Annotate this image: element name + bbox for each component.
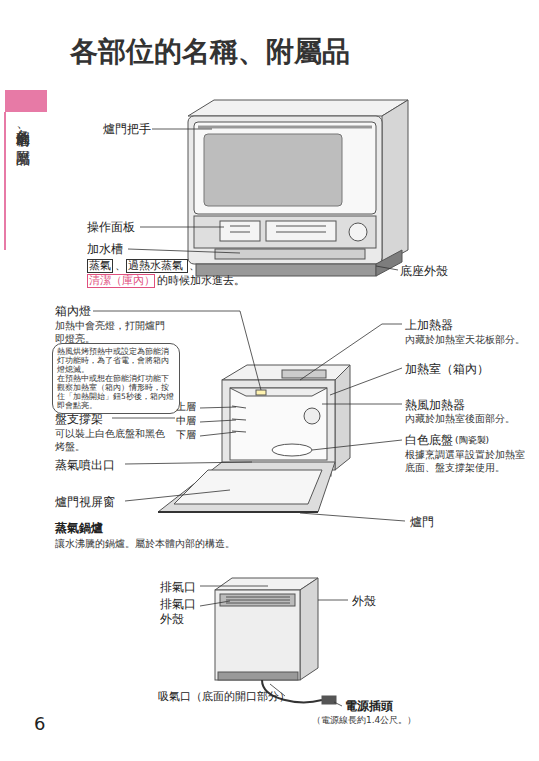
oven-back-view (215, 578, 336, 704)
shelf-label: 上層 (176, 401, 196, 414)
part-label: 吸氣口（底面的開口部分） (158, 690, 290, 704)
node-text: 蒸氣 (89, 260, 111, 272)
part-note: 加熱中會亮燈，打開爐門即燈亮。 (55, 320, 173, 345)
part-label: 排氣口 (160, 580, 196, 595)
part-label: 箱內燈 (55, 304, 91, 319)
part-label: 加水槽 (87, 242, 123, 257)
oven-open-view (158, 365, 350, 512)
part-note: 可以裝上白色底盤和黑色烤盤。 (55, 428, 173, 453)
page-number: 6 (34, 713, 45, 736)
node-text: 清潔（庫內） (89, 275, 153, 287)
side-tab (5, 90, 47, 112)
separator: 、 (189, 259, 200, 273)
section-tab-text: 各部位的名稱、附屬品 (14, 118, 32, 142)
shelf-label: 下層 (176, 429, 196, 442)
part-label: 熱風加熱器 (405, 398, 465, 413)
part-label: 操作面板 (87, 220, 135, 235)
side-rule (4, 112, 6, 250)
part-note: 讓水沸騰的鍋爐。屬於本體內部的構造。 (55, 538, 235, 551)
part-note: 內藏於加熱室後面部分。 (405, 413, 530, 426)
mode-tag: 蒸氣 (87, 259, 113, 273)
material-note: (陶瓷製) (455, 435, 489, 446)
part-label: 外殼 (352, 594, 376, 609)
mode-tag: 過熱水蒸氣 (126, 259, 188, 273)
leader-line (93, 129, 405, 706)
part-note: 根據烹調選單設置於加熱室底面、盤支撐架使用。 (405, 449, 530, 474)
part-label: 底座外殼 (400, 264, 448, 279)
separator: 、 (115, 259, 126, 273)
part-label: 蒸氣噴出口 (55, 458, 115, 473)
part-label: 盤支撐架 (55, 412, 103, 427)
mode-tag: 清潔（庫內） (87, 274, 155, 288)
page-title: 各部位的名稱、附屬品 (70, 34, 350, 69)
part-label: 上加熱器 (405, 318, 453, 333)
part-label: 爐門 (410, 515, 434, 530)
part-label: 爐門把手 (103, 122, 151, 137)
node-text: 在預熱中或想在節能消灯功能下觀察加熱室（箱內）情形時，按住「加熱開始」鈕5秒後，… (57, 374, 175, 410)
part-label: 電源插頭 (345, 699, 393, 714)
part-note: （電源線長約1.4公尺。） (312, 715, 416, 726)
part-note: 的時候加水進去。 (157, 274, 245, 288)
oven-front-view (188, 100, 408, 276)
note-box: 熱風烘烤預熱中或設定為節能消灯功能時，為了省電，會將箱內燈熄滅。在預熱中或想在節… (52, 343, 180, 414)
part-label: 蒸氣鍋爐 (55, 521, 103, 536)
part-label: 白色底盤 (405, 433, 453, 448)
part-label: 爐門視屏窗 (55, 495, 115, 510)
node-text: 過熱水蒸氣 (128, 260, 186, 272)
node-text: 熱風烘烤預熱中或設定為節能消灯功能時，為了省電，會將箱內燈熄滅。 (57, 347, 175, 374)
part-label: 加熱室（箱內） (405, 362, 489, 377)
shelf-label: 中層 (176, 415, 196, 428)
part-label: 排氣口外殼 (160, 597, 198, 627)
part-note: 內藏於加熱室天花板部分。 (405, 334, 525, 347)
